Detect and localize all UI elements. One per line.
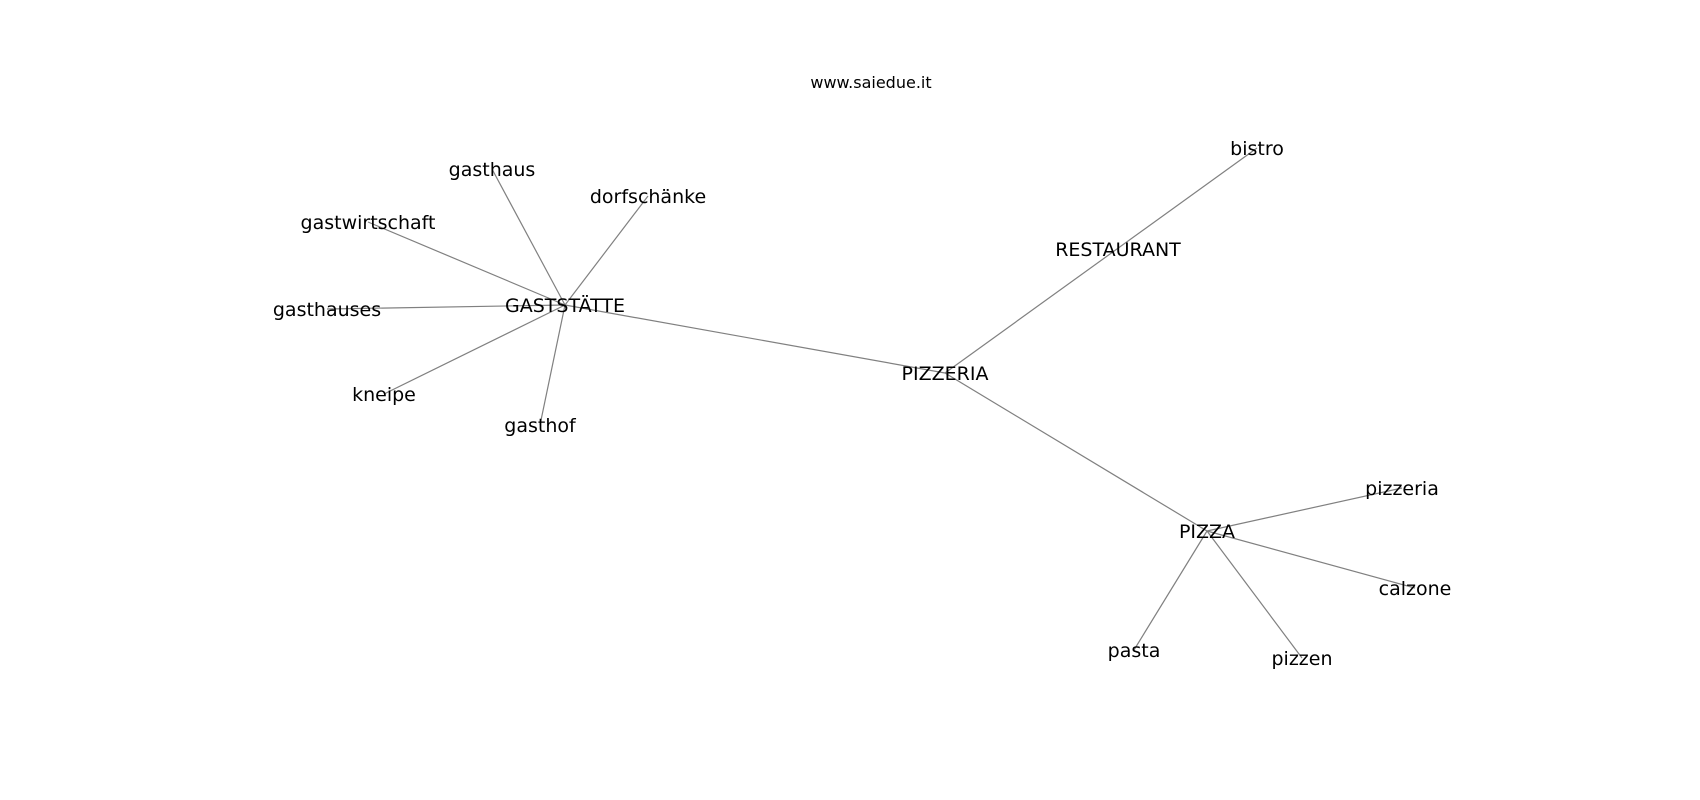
edge-layer <box>326 147 1416 659</box>
node-label-gasthauses: gasthauses <box>273 299 381 321</box>
node-label-gasthaus: gasthaus <box>449 159 536 181</box>
node-label-kneipe: kneipe <box>352 384 416 406</box>
node-label-pizzen: pizzen <box>1271 648 1332 670</box>
node-label-gasthof: gasthof <box>504 415 577 437</box>
edge-gaststatte-pizzeria_hub <box>564 304 946 374</box>
edge-pizza-pizzeria_leaf <box>1206 487 1403 532</box>
node-label-bistro: bistro <box>1230 138 1284 160</box>
watermark-text: www.saiedue.it <box>810 73 931 92</box>
edge-pizzeria_hub-pizza <box>944 372 1208 532</box>
edge-gaststatte-gastwirtschaft <box>367 221 566 306</box>
edge-gaststatte-kneipe <box>383 304 566 395</box>
node-label-calzone: calzone <box>1379 578 1452 600</box>
edge-pizzeria_hub-bistro <box>944 147 1258 374</box>
node-label-restaurant: RESTAURANT <box>1055 239 1181 261</box>
node-label-gaststatte: GASTSTÄTTE <box>505 294 625 317</box>
edge-pizza-calzone <box>1206 530 1416 589</box>
edge-gaststatte-gasthaus <box>491 168 566 306</box>
edge-gaststatte-dorfschanke <box>564 195 649 306</box>
node-label-gastwirtschaft: gastwirtschaft <box>301 212 436 234</box>
node-label-dorfschanke: dorfschänke <box>590 186 706 208</box>
node-label-pizzeria_hub: PIZZERIA <box>902 363 989 385</box>
edge-pizza-pasta <box>1133 530 1208 651</box>
edge-pizza-pizzen <box>1206 530 1303 659</box>
node-label-pizzeria_leaf: pizzeria <box>1365 478 1439 500</box>
edge-gaststatte-gasthauses <box>326 304 566 310</box>
node-label-pasta: pasta <box>1108 640 1161 662</box>
edge-gaststatte-gasthof <box>539 304 566 426</box>
node-label-pizza: PIZZA <box>1179 521 1235 543</box>
